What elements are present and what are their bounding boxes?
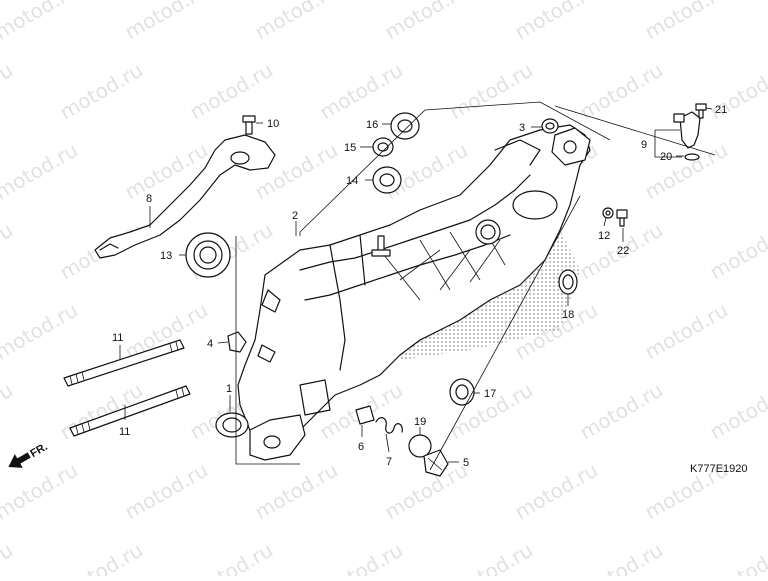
callout-18: 18 bbox=[562, 309, 574, 321]
callout-17: 17 bbox=[484, 388, 496, 400]
callout-13: 13 bbox=[160, 250, 172, 262]
callout-10: 10 bbox=[267, 118, 279, 130]
watermark-text: motod.ru bbox=[576, 58, 667, 125]
dowel-part-3 bbox=[542, 119, 558, 133]
callout-8: 8 bbox=[146, 193, 152, 205]
watermark-text: motod.ru bbox=[316, 58, 407, 125]
callout-16: 16 bbox=[366, 119, 378, 131]
callout-14: 14 bbox=[346, 175, 358, 187]
watermark-text: motod.ru bbox=[641, 0, 732, 44]
callout-11-upper: 11 bbox=[112, 332, 123, 344]
drawing-code: K777E1920 bbox=[690, 463, 748, 475]
watermark-text: motod.ru bbox=[186, 58, 277, 125]
front-label: FR. bbox=[28, 441, 49, 460]
callout-2: 2 bbox=[292, 210, 298, 222]
callout-1: 1 bbox=[226, 383, 232, 395]
watermark-text: motod.ru bbox=[0, 458, 82, 525]
callout-22: 22 bbox=[617, 245, 629, 257]
watermark-text: motod.ru bbox=[706, 378, 768, 445]
watermark-text: motod.ru bbox=[706, 538, 768, 576]
collar-part-4 bbox=[228, 332, 246, 352]
bolt-part-10 bbox=[243, 116, 255, 134]
callout-11-lower: 11 bbox=[119, 426, 130, 438]
callout-3: 3 bbox=[519, 122, 525, 134]
oring-part-19 bbox=[409, 435, 431, 457]
watermark-text: motod.ru bbox=[121, 0, 212, 44]
front-direction-indicator: FR. bbox=[4, 438, 50, 474]
callout-12: 12 bbox=[598, 230, 610, 242]
bolt-part-22 bbox=[617, 210, 627, 226]
washer-part-12 bbox=[603, 208, 613, 218]
watermark-text: motod.ru bbox=[511, 0, 602, 44]
callout-19: 19 bbox=[414, 416, 426, 428]
callout-7: 7 bbox=[386, 456, 392, 468]
seal-part-18 bbox=[559, 270, 577, 294]
watermark-text: motod.ru bbox=[121, 458, 212, 525]
watermark-text: motod.ru bbox=[576, 378, 667, 445]
watermark-text: motod.ru bbox=[0, 378, 17, 445]
bearing-part-16 bbox=[391, 113, 419, 139]
watermark-text: motod.ru bbox=[186, 538, 277, 576]
watermark-text: motod.ru bbox=[0, 218, 17, 285]
watermark-text: motod.ru bbox=[641, 138, 732, 205]
watermark-text: motod.ru bbox=[706, 218, 768, 285]
callout-5: 5 bbox=[463, 457, 469, 469]
watermark-text: motod.ru bbox=[511, 458, 602, 525]
watermark-text: motod.ru bbox=[0, 138, 82, 205]
bearing-part-13 bbox=[186, 233, 230, 277]
watermark-text: motod.ru bbox=[0, 0, 82, 44]
callout-6: 6 bbox=[358, 441, 364, 453]
bearing-part-14 bbox=[373, 167, 401, 193]
callout-15: 15 bbox=[344, 142, 356, 154]
callout-9: 9 bbox=[641, 139, 647, 151]
watermark-text: motod.ru bbox=[0, 298, 82, 365]
watermark-text: motod.ru bbox=[316, 538, 407, 576]
watermark-text: motod.ru bbox=[0, 538, 17, 576]
watermark-text: motod.ru bbox=[251, 0, 342, 44]
watermark-text: motod.ru bbox=[56, 538, 147, 576]
watermark-text: motod.ru bbox=[576, 538, 667, 576]
callout-20: 20 bbox=[660, 151, 672, 163]
seal-part-17 bbox=[450, 379, 474, 405]
watermark-text: motod.ru bbox=[0, 58, 17, 125]
watermark-text: motod.ru bbox=[56, 58, 147, 125]
collar-part-15 bbox=[373, 138, 393, 156]
watermark-text: motod.ru bbox=[381, 0, 472, 44]
watermark-text: motod.ru bbox=[446, 58, 537, 125]
watermark-text: motod.ru bbox=[446, 538, 537, 576]
bolt-part-6 bbox=[356, 406, 374, 424]
watermark-text: motod.ru bbox=[641, 298, 732, 365]
watermark-text: motod.ru bbox=[251, 458, 342, 525]
callout-4: 4 bbox=[207, 338, 213, 350]
callout-21: 21 bbox=[715, 104, 727, 116]
spring-part-7 bbox=[376, 418, 402, 433]
